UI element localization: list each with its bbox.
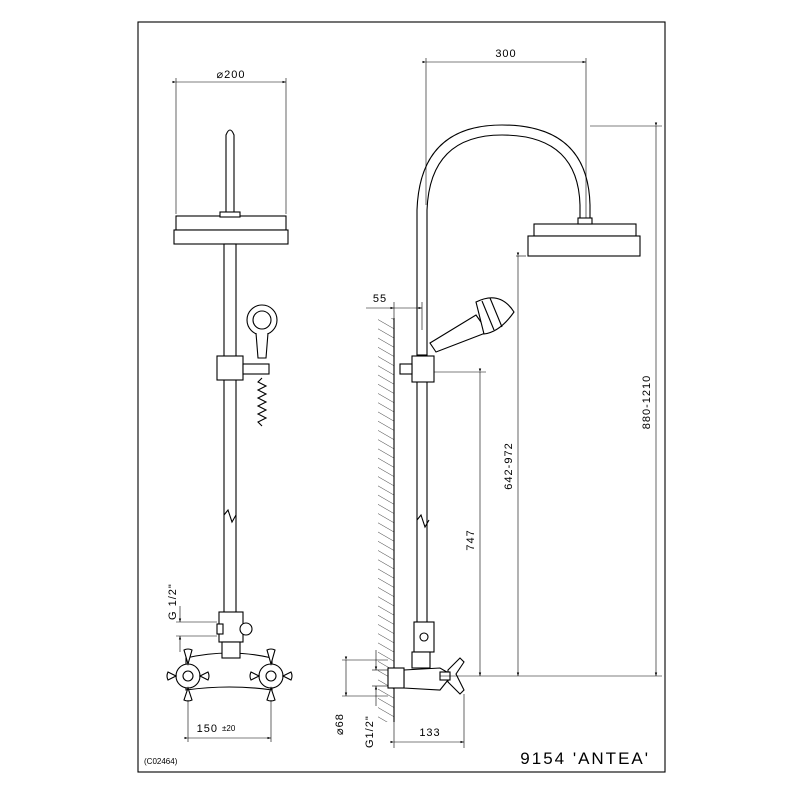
drawing-frame	[137, 21, 666, 773]
dim-flange-diameter: ⌀68	[334, 713, 346, 735]
front-shower-head	[175, 215, 287, 231]
dim-wall-gap: 55	[373, 293, 387, 305]
front-handle-left	[166, 648, 210, 702]
side-slider	[411, 355, 435, 383]
front-riser	[223, 243, 237, 615]
front-slider	[216, 355, 244, 381]
front-view: ⌀200 G 1/2" 150 ±20	[166, 69, 293, 742]
dim-inlet-thread-side: G1/2"	[364, 715, 376, 748]
side-riser	[416, 354, 428, 624]
model-title: 9154 'ANTEA'	[520, 749, 650, 768]
dim-projection: 133	[419, 727, 440, 739]
dim-inlet-centers-tolerance: ±20	[222, 724, 236, 733]
front-hose	[256, 377, 268, 427]
side-shower-head	[533, 223, 637, 237]
dim-bar-height: 747	[465, 529, 477, 550]
side-view: 300 55 747 642-972 880-1210 ⌀68 G1/2"	[334, 48, 662, 748]
dim-head-diameter: ⌀200	[217, 69, 246, 81]
wall-hatch	[378, 318, 394, 722]
dim-arm-reach: 300	[495, 48, 516, 60]
dim-inlet-thread-front: G 1/2"	[167, 583, 179, 620]
side-gooseneck-arm	[416, 124, 591, 355]
dim-inlet-centers: 150	[197, 723, 218, 735]
dim-total-height: 880-1210	[641, 375, 653, 430]
front-riser-top	[225, 129, 235, 215]
front-handle-right	[249, 648, 293, 702]
side-hand-shower	[429, 297, 515, 353]
drawing-code: (C02464)	[144, 757, 178, 766]
dim-sliding-range: 642-972	[503, 442, 515, 489]
